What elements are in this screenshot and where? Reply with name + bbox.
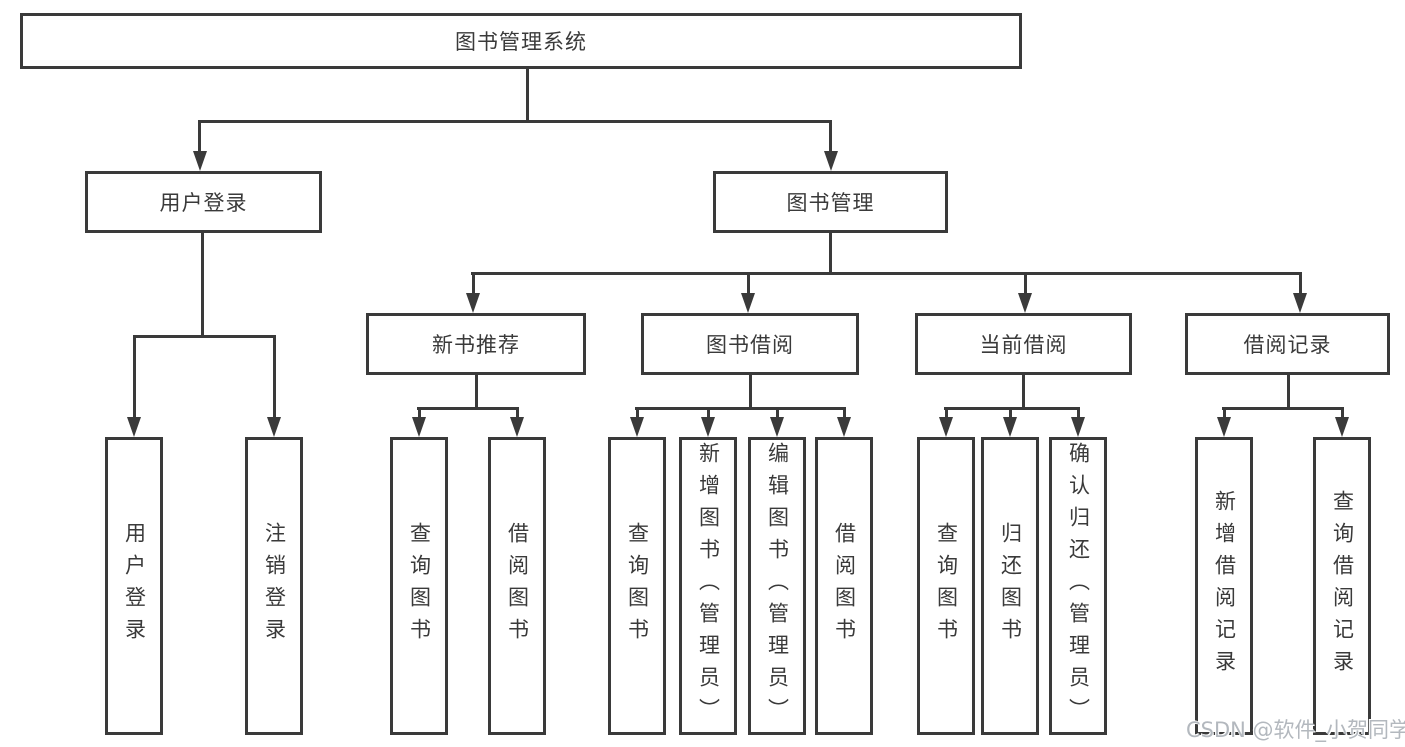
connector-line: [133, 335, 136, 417]
connector-line: [707, 407, 710, 417]
connector-line: [1299, 272, 1302, 293]
connector-line: [635, 407, 845, 410]
connector-line: [1341, 407, 1344, 417]
leaf-borrowing-query-books: 查询图书: [608, 437, 666, 735]
connector-line: [418, 407, 421, 417]
node-book-borrowing: 图书借阅: [641, 313, 859, 375]
arrow-down-icon: [412, 417, 426, 437]
arrow-down-icon: [630, 417, 644, 437]
connector-line: [198, 120, 201, 151]
connector-line: [133, 335, 276, 338]
connector-line: [1077, 407, 1080, 417]
arrow-down-icon: [510, 417, 524, 437]
connector-line: [1223, 407, 1226, 417]
connector-line: [636, 407, 639, 417]
leaf-confirm-return-admin: 确认归还（管理员）: [1049, 437, 1107, 735]
arrow-down-icon: [770, 417, 784, 437]
arrow-down-icon: [837, 417, 851, 437]
leaf-return-books: 归还图书: [981, 437, 1039, 735]
leaf-borrow-books: 借阅图书: [815, 437, 873, 735]
leaf-recommend-query-books: 查询图书: [390, 437, 448, 735]
leaf-edit-books-admin: 编辑图书（管理员）: [748, 437, 806, 735]
leaf-logout: 注销登录: [245, 437, 303, 735]
connector-line: [945, 407, 948, 417]
connector-line: [201, 233, 204, 335]
node-library-management-system: 图书管理系统: [20, 13, 1022, 69]
arrow-down-icon: [127, 417, 141, 437]
arrow-down-icon: [939, 417, 953, 437]
arrow-down-icon: [1293, 293, 1307, 313]
connector-line: [1024, 272, 1027, 293]
connector-line: [198, 120, 832, 123]
connector-line: [829, 120, 832, 151]
arrow-down-icon: [741, 293, 755, 313]
arrow-down-icon: [824, 151, 838, 171]
arrow-down-icon: [193, 151, 207, 171]
arrow-down-icon: [1071, 417, 1085, 437]
connector-line: [749, 375, 752, 407]
connector-line: [475, 375, 478, 407]
connector-line: [843, 407, 846, 417]
connector-line: [1222, 407, 1343, 410]
connector-line: [747, 272, 750, 293]
node-current-borrowing: 当前借阅: [915, 313, 1132, 375]
connector-line: [516, 407, 519, 417]
connector-line: [829, 233, 832, 272]
node-borrowing-records: 借阅记录: [1185, 313, 1390, 375]
leaf-query-borrow-record: 查询借阅记录: [1313, 437, 1371, 735]
leaf-add-borrow-record: 新增借阅记录: [1195, 437, 1253, 735]
node-new-book-recommend: 新书推荐: [366, 313, 586, 375]
csdn-watermark: CSDN @软件_小贺同学: [1186, 718, 1405, 742]
arrow-down-icon: [1003, 417, 1017, 437]
arrow-down-icon: [466, 293, 480, 313]
leaf-add-books-admin: 新增图书（管理员）: [679, 437, 737, 735]
connector-line: [471, 272, 1302, 275]
connector-line: [526, 69, 529, 120]
arrow-down-icon: [1217, 417, 1231, 437]
connector-line: [776, 407, 779, 417]
connector-line: [1009, 407, 1012, 417]
node-user-login: 用户登录: [85, 171, 322, 233]
connector-line: [273, 335, 276, 417]
arrow-down-icon: [1335, 417, 1349, 437]
connector-line: [417, 407, 519, 410]
arrow-down-icon: [267, 417, 281, 437]
arrow-down-icon: [1018, 293, 1032, 313]
connector-line: [472, 272, 475, 293]
connector-line: [1022, 375, 1025, 407]
node-book-management: 图书管理: [713, 171, 948, 233]
leaf-recommend-borrow-books: 借阅图书: [488, 437, 546, 735]
connector-line: [1287, 375, 1290, 407]
arrow-down-icon: [701, 417, 715, 437]
leaf-current-query-books: 查询图书: [917, 437, 975, 735]
connector-line: [944, 407, 1080, 410]
leaf-user-login: 用户登录: [105, 437, 163, 735]
